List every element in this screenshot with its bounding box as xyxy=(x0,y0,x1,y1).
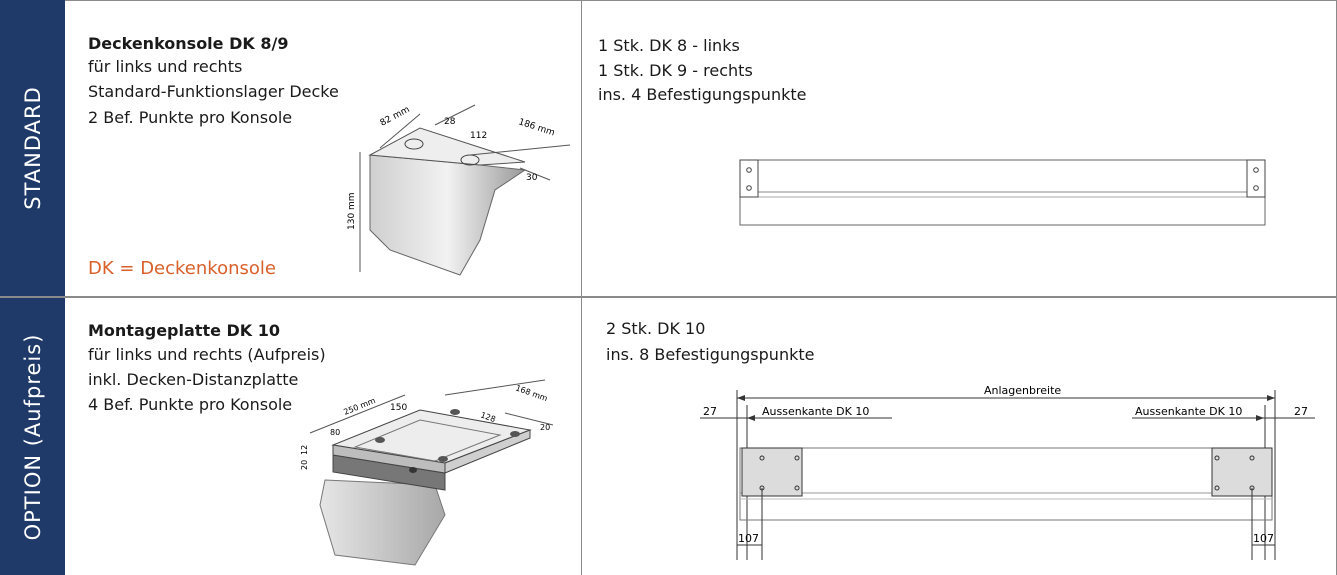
dk-abbreviation-note: DK = Deckenkonsole xyxy=(88,258,276,279)
dk89-qty-right: 1 Stk. DK 9 - rechts xyxy=(598,61,753,80)
dim-30: 30 xyxy=(526,173,538,183)
dim-107-left: 107 xyxy=(738,532,759,545)
dim-250: 250 mm xyxy=(342,396,377,417)
dk10-title: Montageplatte DK 10 xyxy=(88,321,281,340)
dim-27-left: 27 xyxy=(703,405,717,418)
dim-20b: 20 xyxy=(300,460,309,470)
dk89-title: Deckenkonsole DK 8/9 xyxy=(88,34,289,53)
top-border xyxy=(65,0,1337,1)
dim-130: 130 mm xyxy=(347,192,357,230)
standard-label: STANDARD xyxy=(20,86,45,210)
aussenkante-right-label: Aussenkante DK 10 xyxy=(1135,405,1242,418)
row-label-standard: STANDARD xyxy=(0,0,65,296)
dk89-bracket-drawing: 82 mm 28 112 186 mm 30 130 mm xyxy=(347,104,571,276)
anlagenbreite-label: Anlagenbreite xyxy=(984,385,1061,397)
dk89-line-1: für links und rechts xyxy=(88,57,243,76)
dk10-mount-points: ins. 8 Befestigungspunkte xyxy=(606,345,815,364)
dim-28: 28 xyxy=(444,117,456,127)
dk10-line-3: 4 Bef. Punkte pro Konsole xyxy=(88,395,293,414)
dim-168: 168 mm xyxy=(514,383,549,403)
option-label: OPTION (Aufpreis) xyxy=(20,333,45,540)
dim-12: 12 xyxy=(300,445,309,455)
dim-112: 112 xyxy=(470,131,487,141)
dim-186: 186 mm xyxy=(517,117,556,138)
row-label-option: OPTION (Aufpreis) xyxy=(0,298,65,575)
dk89-layout-drawing xyxy=(739,159,1266,226)
row-divider xyxy=(0,296,1337,298)
dim-27-right: 27 xyxy=(1294,405,1308,418)
dk89-line-3: 2 Bef. Punkte pro Konsole xyxy=(88,108,293,127)
dk10-qty: 2 Stk. DK 10 xyxy=(606,319,706,338)
dim-150: 150 xyxy=(390,403,407,413)
dk10-line-1: für links und rechts (Aufpreis) xyxy=(88,345,326,364)
dk10-plate-drawing: 250 mm 150 168 mm 128 20 80 20 12 xyxy=(300,379,554,566)
dk89-qty-left: 1 Stk. DK 8 - links xyxy=(598,36,740,55)
aussenkante-left-label: Aussenkante DK 10 xyxy=(762,405,869,418)
column-divider xyxy=(581,0,582,575)
dk89-line-2: Standard-Funktionslager Decke xyxy=(88,82,339,101)
dim-20: 20 xyxy=(540,423,550,432)
dim-80: 80 xyxy=(330,428,340,437)
dk10-layout-drawing: Anlagenbreite Aussenkante DK 10 Aussenka… xyxy=(700,385,1315,560)
dk10-line-2: inkl. Decken-Distanzplatte xyxy=(88,370,299,389)
dim-107-right: 107 xyxy=(1253,532,1274,545)
dk89-mount-points: ins. 4 Befestigungspunkte xyxy=(598,85,807,104)
